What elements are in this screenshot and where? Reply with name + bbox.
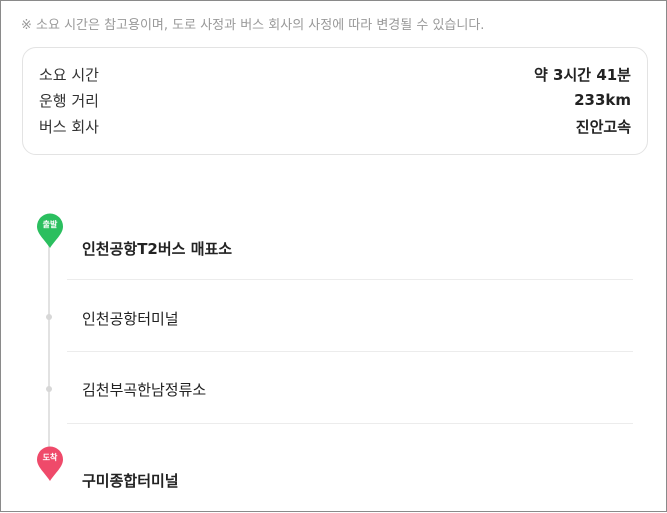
company-row: 버스 회사 진안고속 xyxy=(39,115,631,137)
stop-intermediate: 김천부곡한남정류소 xyxy=(82,381,207,399)
divider xyxy=(67,423,633,424)
arrive-marker-icon: 도착 xyxy=(36,446,64,482)
arrive-badge: 도착 xyxy=(42,453,58,462)
duration-label: 소요 시간 xyxy=(39,65,99,84)
duration-value: 약 3시간 41분 xyxy=(534,65,631,84)
depart-marker-icon: 출발 xyxy=(36,213,64,249)
route-timeline: 출발 인천공항T2버스 매표소 인천공항터미널 김천부곡한남정류소 도착 구미종… xyxy=(1,201,667,513)
stop-dot xyxy=(46,314,52,320)
route-summary-card: 소요 시간 약 3시간 41분 운행 거리 233km 버스 회사 진안고속 xyxy=(22,47,648,155)
timeline-line xyxy=(48,241,50,457)
distance-label: 운행 거리 xyxy=(39,91,99,110)
distance-value: 233km xyxy=(574,91,631,109)
company-value: 진안고속 xyxy=(575,117,631,136)
depart-badge: 출발 xyxy=(42,220,58,229)
duration-row: 소요 시간 약 3시간 41분 xyxy=(39,63,631,85)
stop-departure: 인천공항T2버스 매표소 xyxy=(82,240,233,258)
distance-row: 운행 거리 233km xyxy=(39,89,631,111)
company-label: 버스 회사 xyxy=(39,117,99,136)
stop-intermediate: 인천공항터미널 xyxy=(82,310,179,328)
stop-arrival: 구미종합터미널 xyxy=(82,472,179,490)
notice-text: ※ 소요 시간은 참고용이며, 도로 사정과 버스 회사의 사정에 따라 변경될… xyxy=(21,18,485,33)
stop-dot xyxy=(46,386,52,392)
divider xyxy=(67,351,633,352)
divider xyxy=(67,279,633,280)
